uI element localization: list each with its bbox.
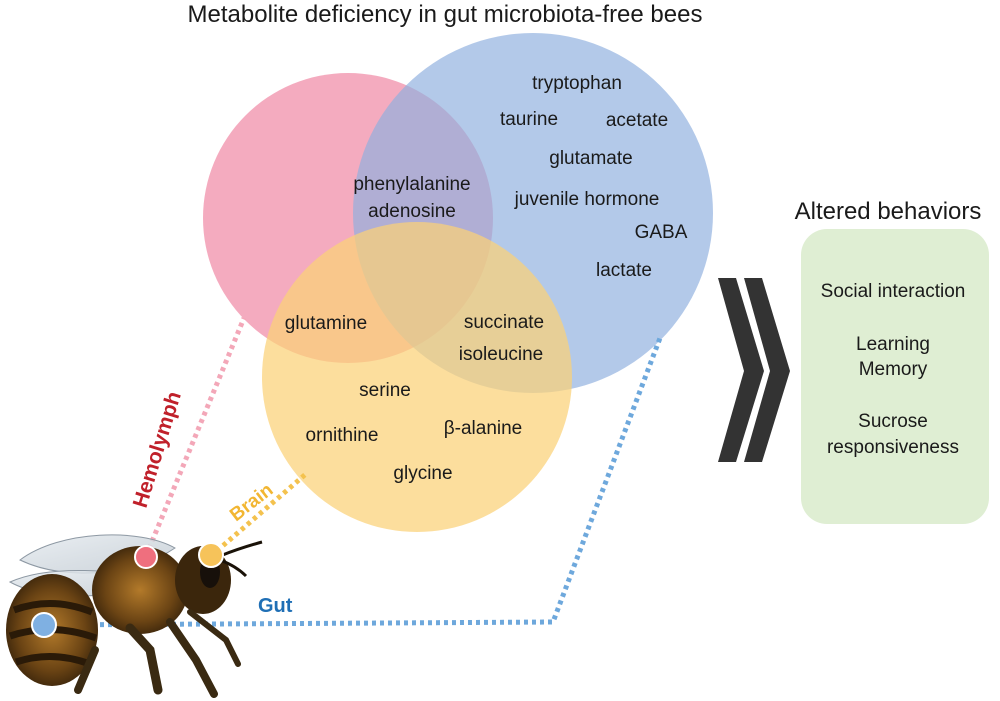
brain-connector xyxy=(209,471,309,558)
metabolite-label: ornithine xyxy=(306,425,379,446)
metabolite-label: glutamine xyxy=(285,313,367,334)
metabolite-label: adenosine xyxy=(368,201,456,222)
venn-diagram xyxy=(203,33,713,532)
metabolite-label: taurine xyxy=(500,109,558,130)
behavior-item: Learning xyxy=(856,334,930,355)
chevron-arrow-icon xyxy=(718,278,790,462)
gut-connector xyxy=(43,337,663,628)
behaviors-box xyxy=(801,229,989,524)
metabolite-label: glycine xyxy=(393,463,452,484)
brain-marker xyxy=(198,542,224,568)
behavior-item: Memory xyxy=(859,359,928,380)
hemolymph-marker xyxy=(134,545,158,569)
gut-marker xyxy=(31,612,57,638)
metabolite-label: β-alanine xyxy=(444,418,523,439)
metabolite-label: lactate xyxy=(596,260,652,281)
metabolite-label: phenylalanine xyxy=(353,174,470,195)
brain-circle xyxy=(262,222,572,532)
tissue-connectors xyxy=(43,317,663,628)
metabolite-label: succinate xyxy=(464,312,544,333)
metabolite-label: glutamate xyxy=(549,148,632,169)
hemolymph-connector xyxy=(143,317,247,557)
behavior-item: Social interaction xyxy=(821,281,966,302)
behavior-item: responsiveness xyxy=(827,437,959,458)
gut-label: Gut xyxy=(258,595,293,617)
metabolite-label: acetate xyxy=(606,110,668,131)
metabolite-label: GABA xyxy=(635,222,688,243)
metabolite-label: tryptophan xyxy=(532,73,622,94)
hemolymph-label: Hemolymph xyxy=(129,389,186,511)
brain-label: Brain xyxy=(226,479,277,525)
metabolite-label: serine xyxy=(359,380,411,401)
behaviors-title: Altered behaviors xyxy=(795,198,982,225)
behavior-item: Sucrose xyxy=(858,411,928,432)
page-title: Metabolite deficiency in gut microbiota-… xyxy=(188,1,703,28)
metabolite-label: isoleucine xyxy=(459,344,544,365)
metabolite-label: juvenile hormone xyxy=(514,189,660,210)
